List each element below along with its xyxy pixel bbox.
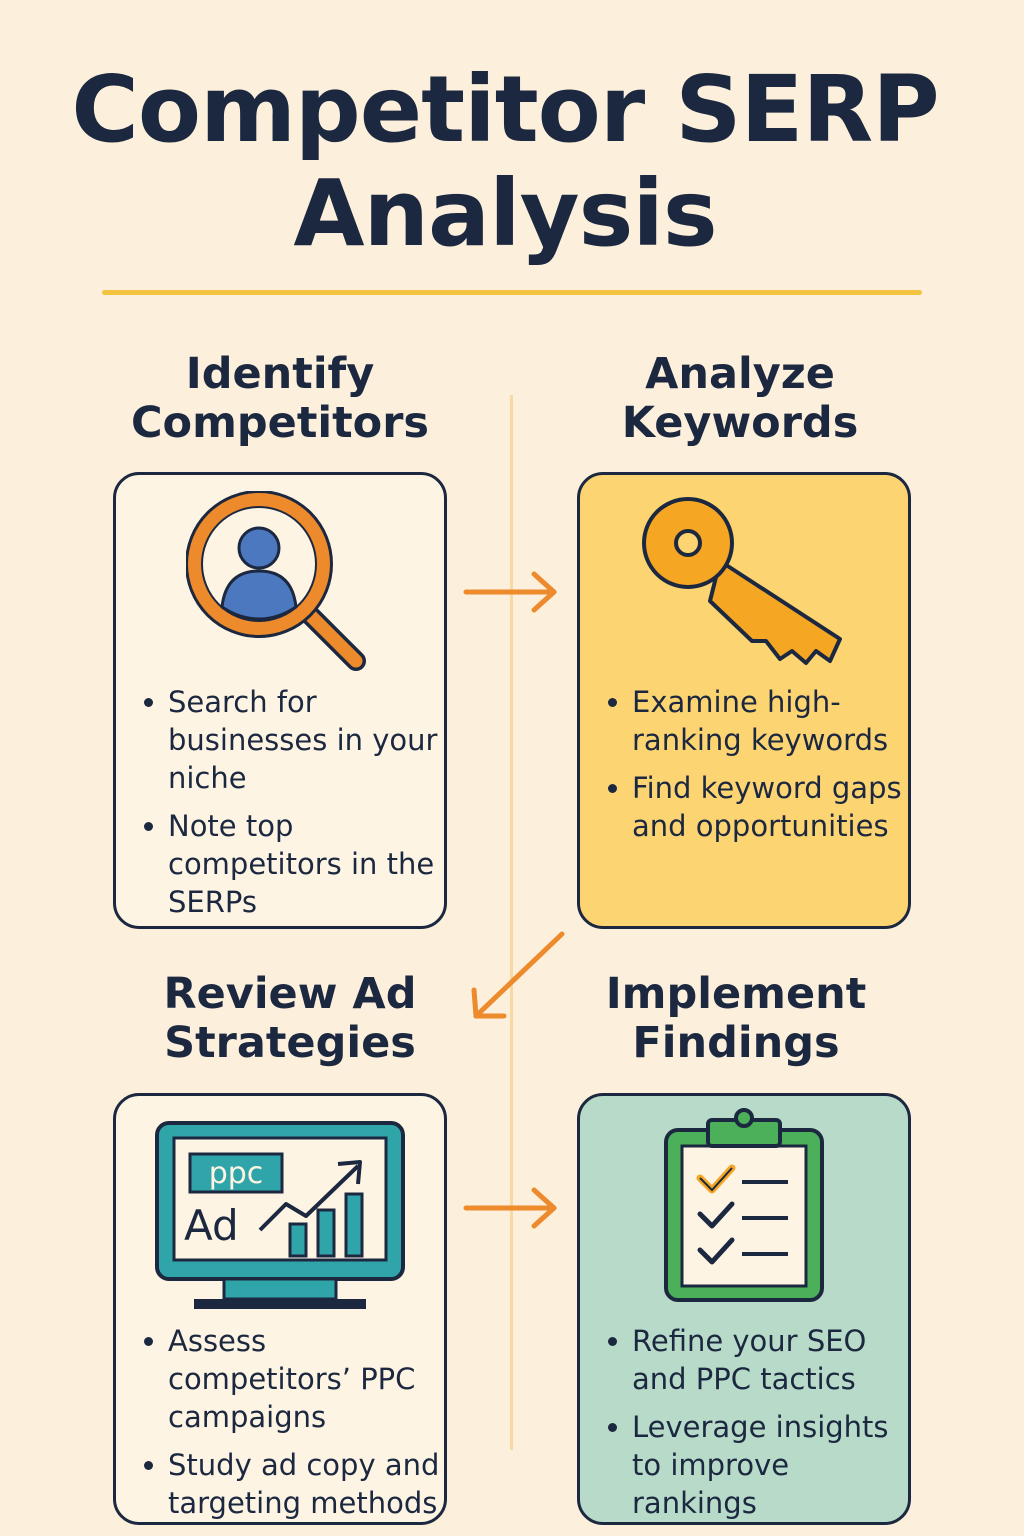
ad-label: Ad [184,1201,239,1250]
step-title-line: Strategies [164,1018,416,1068]
step-title-analyze: Analyze Keywords [520,350,960,448]
step-title-identify: Identify Competitors [60,350,500,448]
arrow-right-icon [463,1187,557,1229]
monitor-ad-chart-icon: ppc Ad [155,1121,405,1309]
center-divider [510,395,513,1450]
clipboard-checklist-icon [664,1108,824,1302]
magnifier-user-icon [186,491,366,671]
step-title-line: Identify [185,349,375,399]
card-analyze-keywords: Examine high-ranking keywords Find keywo… [577,472,911,929]
card-implement-findings: Refine your SEO and PPC tactics Leverage… [577,1093,911,1525]
bullet-item: Assess competitors’ PPC campaigns [138,1322,444,1436]
bullet-list: Examine high-ranking keywords Find keywo… [602,683,908,855]
ppc-label: ppc [209,1156,264,1191]
step-title-line: Findings [632,1018,840,1068]
bullet-item: Refine your SEO and PPC tactics [602,1322,908,1398]
step-title-line: Implement [605,969,867,1019]
step-title-line: Analyze [645,349,835,399]
step-title-line: Review Ad [163,969,417,1019]
arrow-down-left-icon [471,931,565,1019]
bullet-item: Study ad copy and targeting methods [138,1446,444,1522]
step-title-implement: Implement Findings [516,970,956,1068]
bullet-item: Examine high-ranking keywords [602,683,908,759]
card-identify-competitors: Search for businesses in your niche Note… [113,472,447,929]
bullet-item: Find keyword gaps and opportunities [602,769,908,845]
card-review-ad-strategies: ppc Ad Assess competitors’ PPC campaigns… [113,1093,447,1525]
key-icon [642,497,842,665]
title-underline [102,290,922,295]
bullet-list: Refine your SEO and PPC tactics Leverage… [602,1322,908,1522]
bullet-item: Leverage insights to improve rankings [602,1408,908,1522]
bullet-item: Note top competitors in the SERPs [138,807,444,921]
step-title-line: Competitors [130,398,430,448]
bullet-list: Search for businesses in your niche Note… [138,683,444,926]
bullet-item: Search for businesses in your niche [138,683,444,797]
arrow-right-icon [463,571,557,613]
bullet-list: Assess competitors’ PPC campaigns Study … [138,1322,444,1522]
step-title-review-ads: Review Ad Strategies [70,970,510,1068]
page-title: Competitor SERP Analysis [71,56,939,267]
step-title-line: Keywords [621,398,859,448]
